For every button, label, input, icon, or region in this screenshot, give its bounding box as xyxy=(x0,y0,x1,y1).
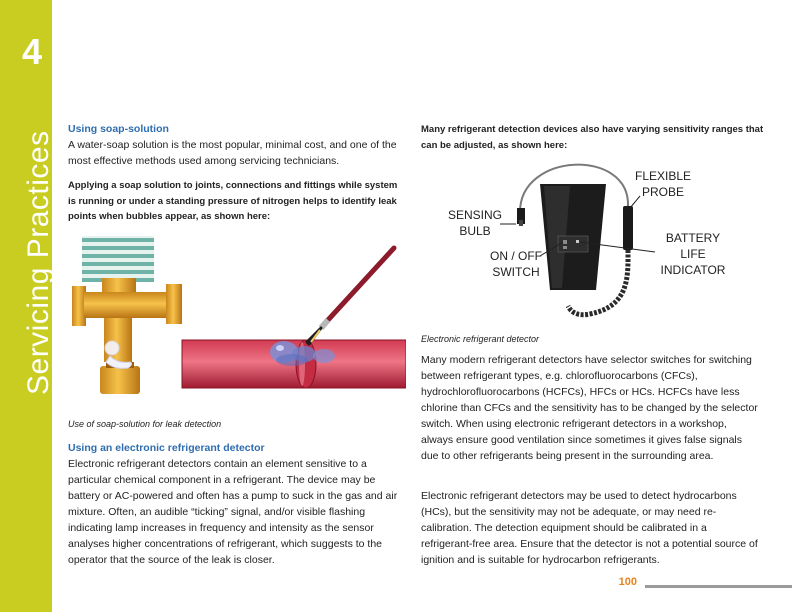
chapter-number: 4 xyxy=(22,31,43,72)
brass-valve xyxy=(72,278,182,394)
switch-label-2: SWITCH xyxy=(492,265,539,279)
chapter-sidebar: 4 Servicing Practices xyxy=(0,0,55,612)
electronic-detector-illustration: SENSING BULB FLEXIBLE PROBE BATTERY LIFE… xyxy=(448,163,726,318)
probe-wire xyxy=(519,163,630,213)
page-number: 100 xyxy=(618,576,637,588)
soap-heading: Using soap-solution xyxy=(68,123,169,135)
detector-paragraph-2: Electronic refrigerant detectors may be … xyxy=(421,490,758,566)
on-off-switch xyxy=(563,240,567,244)
valve-cap xyxy=(82,236,154,282)
sensing-bulb-label-1: SENSING xyxy=(448,208,502,222)
soap-solution-illustration xyxy=(72,236,406,394)
switch-label-1: ON / OFF xyxy=(490,249,542,263)
soap-instruction: Applying a soap solution to joints, conn… xyxy=(68,180,398,222)
battery-label-2: LIFE xyxy=(680,247,705,261)
sensing-bulb-label-2: BULB xyxy=(459,224,490,238)
detector-body xyxy=(540,184,606,290)
coiled-cord xyxy=(565,249,631,318)
detector-intro: Many refrigerant detection devices also … xyxy=(421,124,764,151)
detector-paragraph-1: Many modern refrigerant detectors have s… xyxy=(421,354,758,462)
page-number-rule xyxy=(645,585,792,588)
chapter-title: Servicing Practices xyxy=(22,130,55,395)
paintbrush xyxy=(305,245,397,346)
battery-led-icon xyxy=(576,240,579,243)
flexible-probe-label-1: FLEXIBLE xyxy=(635,169,691,183)
soap-body: A water-soap solution is the most popula… xyxy=(68,139,397,167)
probe-handle xyxy=(623,206,633,250)
detector-figure-caption: Electronic refrigerant detector xyxy=(421,334,540,344)
detector-heading: Using an electronic refrigerant detector xyxy=(68,442,265,454)
detector-body: Electronic refrigerant detectors contain… xyxy=(68,458,398,566)
soap-figure-caption: Use of soap-solution for leak detection xyxy=(68,419,222,429)
battery-label-1: BATTERY xyxy=(666,231,720,245)
soap-bubbles-valve xyxy=(104,340,133,369)
flexible-probe-label-2: PROBE xyxy=(642,185,684,199)
soap-bubbles-pipe xyxy=(270,341,335,366)
battery-label-3: INDICATOR xyxy=(661,263,726,277)
sensing-bulb xyxy=(517,208,525,226)
